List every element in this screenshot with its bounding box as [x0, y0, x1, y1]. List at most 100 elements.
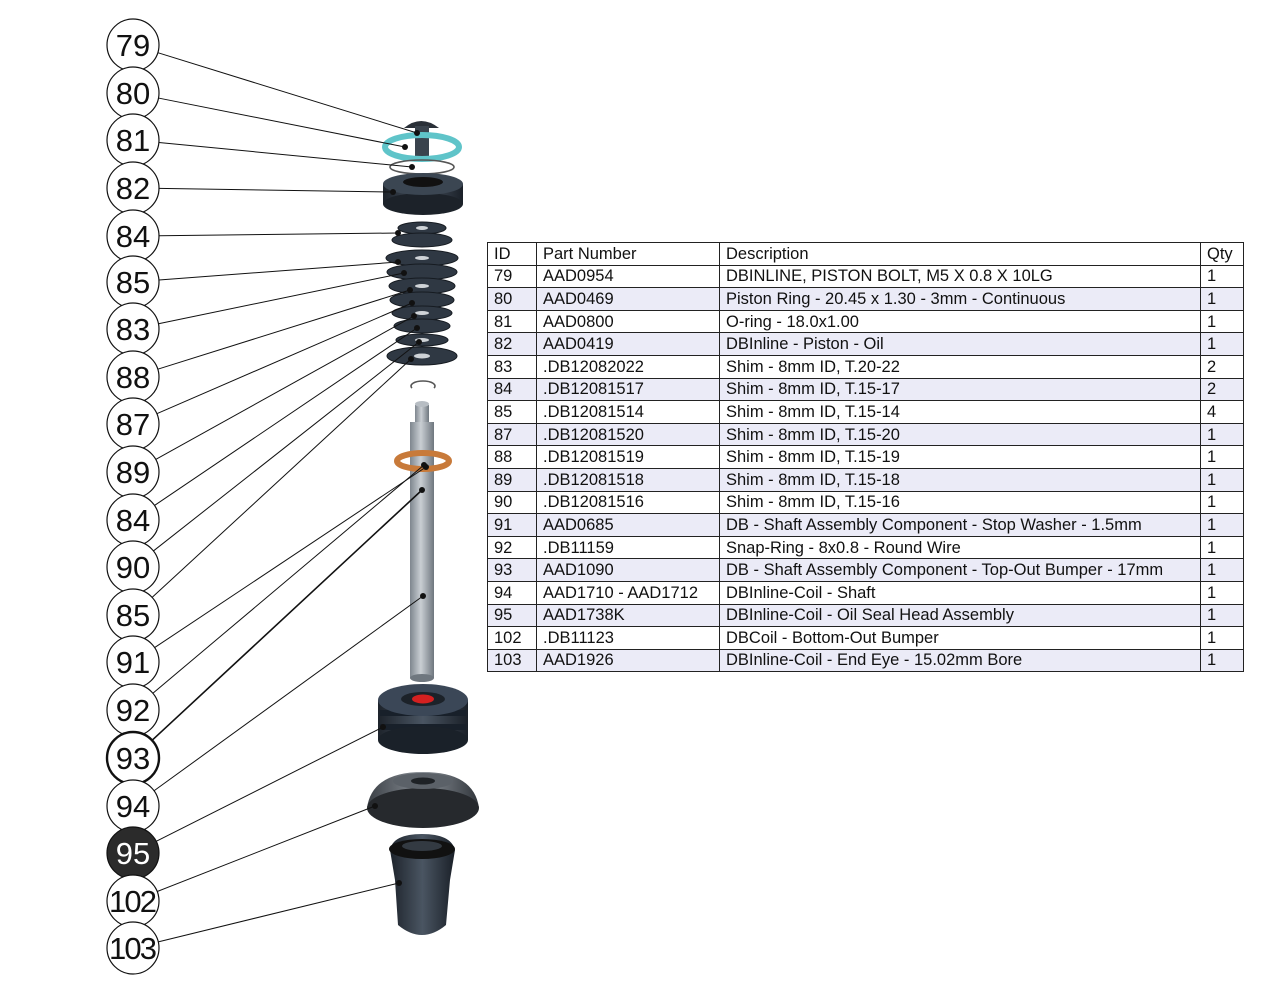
cell-qty: 1: [1200, 648, 1244, 673]
leader-line: [153, 341, 420, 552]
callout-label: 84: [116, 503, 150, 538]
callout-bubble: 85: [106, 588, 160, 642]
callout-label: 87: [116, 407, 150, 442]
callout-bubble: 84: [106, 209, 160, 263]
header-qty: Qty: [1200, 242, 1244, 266]
leader-lines: [151, 52, 429, 943]
cell-part-number: AAD1926: [536, 648, 720, 673]
callout-bubble: 91: [106, 635, 160, 689]
cell-qty: 1: [1200, 626, 1244, 650]
callout-circle: [106, 921, 160, 975]
leader-line: [155, 315, 415, 460]
cell-id: 89: [487, 467, 537, 492]
header-description: Description: [719, 242, 1201, 266]
callout-label: 85: [116, 598, 150, 633]
callout-label: 83: [116, 312, 150, 347]
callout-bubble: 89: [106, 445, 160, 499]
callout-bubble: 103: [106, 921, 160, 975]
cell-id: 102: [487, 626, 537, 650]
leader-line: [151, 358, 412, 598]
callout-bubbles: 7980818284858388878984908591929394951021…: [105, 18, 161, 975]
cell-qty: 2: [1200, 354, 1244, 379]
callout-bubble: 83: [106, 302, 160, 356]
cell-description: DBInline-Coil - End Eye - 15.02mm Bore: [719, 648, 1201, 673]
cell-part-number: .DB12081520: [536, 422, 720, 447]
cell-description: DBInline - Piston - Oil: [719, 332, 1201, 356]
cell-description: Shim - 8mm ID, T.15-19: [719, 445, 1201, 469]
leader-line: [155, 726, 384, 842]
callout-label: 93: [116, 741, 150, 776]
callout-bubble: 102: [106, 874, 160, 928]
leader-dot: [408, 356, 414, 362]
leader-dot: [409, 164, 415, 170]
leader-dot: [416, 339, 422, 345]
leader-line: [156, 302, 413, 415]
parts-table-header: ID Part Number Description Qty: [487, 242, 1244, 266]
cell-id: 79: [487, 264, 537, 289]
cell-part-number: AAD0469: [536, 287, 720, 311]
cell-id: 85: [487, 400, 537, 424]
callout-label: 84: [116, 219, 150, 254]
cell-description: DBInline-Coil - Shaft: [719, 580, 1201, 605]
cell-id: 80: [487, 287, 537, 311]
cell-qty: 1: [1200, 309, 1244, 334]
callout-bubble: 82: [106, 161, 160, 215]
cell-part-number: AAD0419: [536, 332, 720, 356]
cell-part-number: .DB12081517: [536, 377, 720, 402]
leader-line: [152, 464, 425, 694]
cell-description: DB - Shaft Assembly Component - Top-Out …: [719, 558, 1201, 582]
cell-description: Snap-Ring - 8x0.8 - Round Wire: [719, 535, 1201, 560]
cell-part-number: AAD0800: [536, 309, 720, 334]
leader-dot: [411, 313, 417, 319]
callout-label: 103: [109, 931, 157, 966]
leader-dot: [380, 724, 386, 730]
leader-line: [158, 187, 394, 193]
leader-dot: [409, 300, 415, 306]
cell-id: 92: [487, 535, 537, 560]
cell-id: 103: [487, 648, 537, 673]
cell-description: Shim - 8mm ID, T.15-18: [719, 467, 1201, 492]
cell-id: 81: [487, 309, 537, 334]
cell-id: 93: [487, 558, 537, 582]
callout-bubble: 84: [106, 493, 160, 547]
leader-line: [157, 289, 411, 370]
cell-id: 94: [487, 580, 537, 605]
cell-qty: 1: [1200, 264, 1244, 289]
cell-part-number: .DB12081516: [536, 490, 720, 515]
snap-ring-92: [410, 380, 436, 389]
cell-qty: 1: [1200, 535, 1244, 560]
callout-bubble: 79: [106, 18, 160, 72]
leader-dot: [414, 130, 420, 136]
cell-qty: 1: [1200, 332, 1244, 356]
cell-qty: 1: [1200, 558, 1244, 582]
callout-label: 94: [116, 789, 150, 824]
cell-part-number: AAD1710 - AAD1712: [536, 580, 720, 605]
leader-line: [158, 142, 413, 168]
callout-label: 80: [116, 76, 150, 111]
callout-bubble: 85: [106, 255, 160, 309]
cell-id: 88: [487, 445, 537, 469]
leader-dot: [396, 880, 402, 886]
cell-qty: 1: [1200, 490, 1244, 515]
cell-description: Piston Ring - 20.45 x 1.30 - 3mm - Conti…: [719, 287, 1201, 311]
callout-label: 89: [116, 455, 150, 490]
callout-label: 95: [116, 836, 150, 871]
o-ring-81: [389, 159, 455, 175]
shim-center-holes: [414, 226, 430, 359]
callout-bubble: 81: [106, 113, 160, 167]
cell-part-number: .DB12081518: [536, 467, 720, 492]
cell-part-number: AAD0685: [536, 513, 720, 537]
cell-description: O-ring - 18.0x1.00: [719, 309, 1201, 334]
callout-bubble: 93: [105, 730, 161, 786]
callout-bubble: 92: [106, 683, 160, 737]
cell-qty: 1: [1200, 467, 1244, 492]
